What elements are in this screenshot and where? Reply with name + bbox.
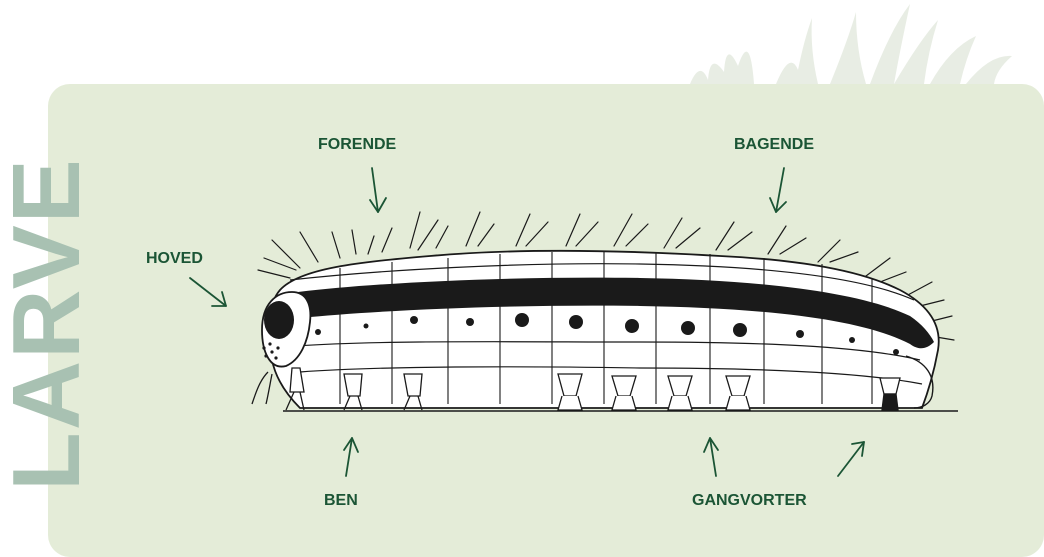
arrow-gangvorter-left <box>704 438 718 476</box>
arrow-bagende <box>770 168 786 212</box>
arrow-forende <box>370 168 386 212</box>
label-gangvorter: GANGVORTER <box>692 492 807 510</box>
arrow-hoved <box>190 278 226 306</box>
label-forende: FORENDE <box>318 136 396 154</box>
label-ben: BEN <box>324 492 358 510</box>
arrow-ben <box>344 438 358 476</box>
arrow-gangvorter-right <box>838 442 864 476</box>
label-hoved: HOVED <box>146 250 203 268</box>
label-bagende: BAGENDE <box>734 136 814 154</box>
